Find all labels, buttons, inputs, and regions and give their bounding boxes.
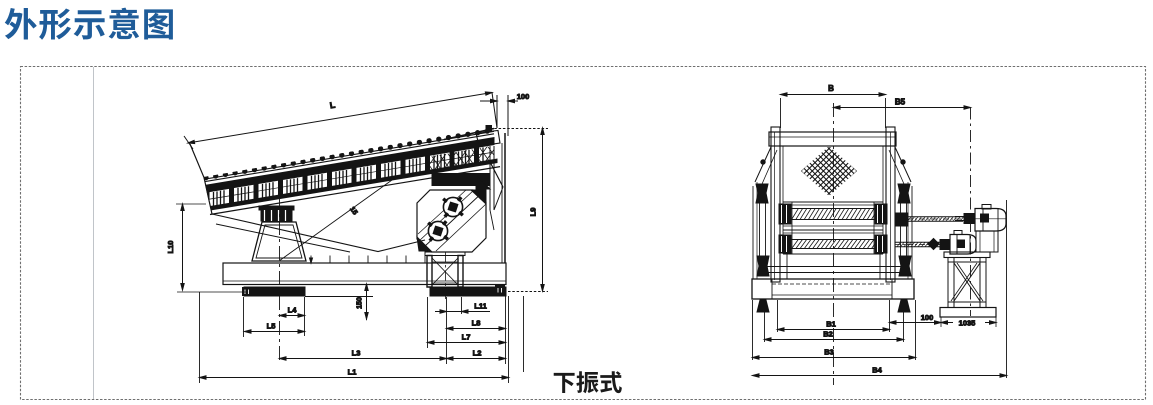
svg-text:100: 100 bbox=[921, 313, 934, 322]
svg-text:B1: B1 bbox=[826, 320, 836, 329]
svg-text:B2: B2 bbox=[823, 330, 833, 339]
svg-text:L: L bbox=[329, 100, 336, 111]
svg-text:L4: L4 bbox=[288, 306, 298, 315]
svg-text:B4: B4 bbox=[872, 366, 882, 375]
svg-text:L11: L11 bbox=[474, 302, 487, 311]
svg-text:L7: L7 bbox=[462, 333, 471, 342]
svg-text:B: B bbox=[828, 84, 834, 93]
svg-text:L2: L2 bbox=[473, 349, 482, 358]
svg-text:L10: L10 bbox=[166, 241, 175, 254]
svg-text:L9: L9 bbox=[529, 208, 538, 217]
svg-text:15: 15 bbox=[348, 206, 358, 216]
svg-text:100: 100 bbox=[517, 92, 530, 101]
svg-text:B5: B5 bbox=[895, 98, 906, 107]
svg-text:1035: 1035 bbox=[959, 319, 976, 328]
svg-text:B3: B3 bbox=[824, 348, 834, 357]
svg-text:L1: L1 bbox=[348, 368, 357, 377]
svg-text:L3: L3 bbox=[352, 349, 361, 358]
svg-text:L5: L5 bbox=[267, 322, 276, 331]
svg-text:L8: L8 bbox=[472, 319, 481, 328]
svg-text:150: 150 bbox=[357, 297, 364, 309]
